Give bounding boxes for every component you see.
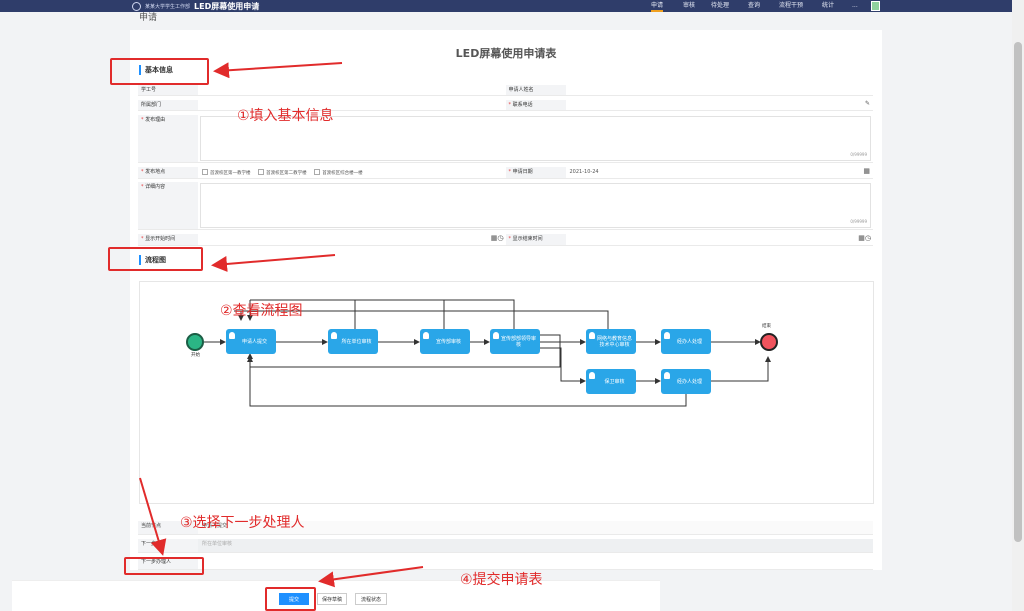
flow-node-publicity-leader-review[interactable]: 宣传部部领导审核 bbox=[490, 329, 540, 354]
flowchart-canvas: 开始 结束 申请人提交 所在单位审核 宣传部审核 宣传部部领导审核 网络与教育信… bbox=[139, 281, 874, 504]
detail-label: 详细内容 bbox=[145, 184, 166, 190]
section-flowchart: 流程图 bbox=[139, 255, 166, 265]
location-checkbox-group: 首渡校区第一教学楼 首渡校区第二教学楼 首渡校区综合楼一楼 bbox=[198, 167, 506, 178]
annotation-step-3: ③选择下一步处理人 bbox=[180, 515, 305, 531]
user-icon bbox=[664, 332, 670, 339]
flow-node-publicity-review[interactable]: 宣传部审核 bbox=[420, 329, 470, 354]
row-next-step: 下一步 所在单位审核 bbox=[138, 539, 873, 553]
detail-textarea[interactable]: 0/99999 bbox=[200, 183, 871, 228]
start-label: 开始 bbox=[191, 353, 200, 358]
flow-node-handler[interactable]: 经办人处理 bbox=[661, 329, 711, 354]
current-node-value: 申请人提交 bbox=[202, 523, 228, 529]
flow-node-security-review[interactable]: 保卫审核 bbox=[586, 369, 636, 394]
user-icon bbox=[331, 332, 337, 339]
annotation-box-submit bbox=[265, 587, 316, 611]
user-icon bbox=[589, 332, 595, 339]
row-detail: * 详细内容 0/99999 bbox=[138, 182, 873, 230]
checkbox[interactable] bbox=[258, 169, 265, 175]
phone-field[interactable]: ✎ bbox=[566, 100, 874, 110]
location-option[interactable]: 首渡校区第二教学楼 bbox=[258, 169, 307, 176]
flow-node-handler[interactable]: 经办人处理 bbox=[661, 369, 711, 394]
flow-node-applicant-submit[interactable]: 申请人提交 bbox=[226, 329, 276, 354]
university-seal-icon bbox=[132, 1, 141, 11]
start-time-field[interactable]: ▦◷ bbox=[198, 234, 506, 245]
nav-stats[interactable]: 统计 bbox=[822, 2, 835, 9]
reason-counter: 0/99999 bbox=[850, 152, 867, 157]
end-time-label: 显示结束时间 bbox=[512, 236, 543, 242]
annotation-box-next-handler bbox=[124, 557, 204, 575]
nav-pending[interactable]: 待处理 bbox=[711, 2, 730, 9]
form-panel: LED屏幕使用申请表 基本信息 学工号 申请人姓名 所属部门 * 联系电话 ✎ … bbox=[130, 30, 882, 570]
section-basic-info: 基本信息 bbox=[139, 65, 173, 75]
applicant-name-field[interactable] bbox=[566, 85, 874, 95]
flowchart-connectors bbox=[204, 299, 771, 407]
next-handler-label: 下一步办理人 bbox=[138, 557, 198, 569]
row-display-time: * 显示开始时间 ▦◷ * 显示结束时间 ▦◷ bbox=[138, 234, 873, 246]
row-location-date: * 发布地点 首渡校区第一教学楼 首渡校区第二教学楼 首渡校区综合楼一楼 * 申… bbox=[138, 167, 873, 179]
row-id-name: 学工号 申请人姓名 bbox=[138, 85, 873, 96]
user-icon bbox=[423, 332, 429, 339]
phone-label: 联系电话 bbox=[512, 102, 533, 108]
nav-intervene[interactable]: 流程干预 bbox=[779, 2, 804, 9]
nav-apply[interactable]: 申请 bbox=[651, 0, 664, 12]
applicant-name-label: 申请人姓名 bbox=[505, 85, 566, 95]
reason-textarea[interactable]: 0/99999 bbox=[200, 116, 871, 161]
page-scrollbar[interactable] bbox=[1012, 0, 1024, 611]
user-avatar[interactable] bbox=[871, 1, 880, 11]
start-time-label: 显示开始时间 bbox=[145, 236, 176, 242]
scrollbar-thumb[interactable] bbox=[1014, 42, 1022, 542]
nav-query[interactable]: 查询 bbox=[748, 2, 761, 9]
end-label: 结束 bbox=[762, 324, 771, 329]
location-label: 发布地点 bbox=[145, 169, 166, 175]
edit-pencil-icon[interactable]: ✎ bbox=[864, 100, 870, 107]
start-node[interactable] bbox=[186, 333, 204, 351]
reason-label: 发布理由 bbox=[145, 117, 166, 123]
checkbox[interactable] bbox=[314, 169, 321, 175]
annotation-step-1: ①填入基本信息 bbox=[237, 108, 334, 124]
calendar-clock-icon[interactable]: ▦◷ bbox=[858, 234, 871, 242]
calendar-clock-icon[interactable]: ▦◷ bbox=[490, 234, 504, 242]
page-title: 申请 bbox=[139, 13, 158, 23]
annotation-box-basic-info bbox=[110, 58, 209, 85]
user-icon bbox=[229, 332, 235, 339]
nav-review[interactable]: 审核 bbox=[683, 2, 696, 9]
row-dept-phone: 所属部门 * 联系电话 ✎ bbox=[138, 100, 873, 111]
row-reason: * 发布理由 0/99999 bbox=[138, 115, 873, 163]
location-option[interactable]: 首渡校区综合楼一楼 bbox=[314, 169, 363, 176]
university-label: 某某大学学生工作部 bbox=[145, 3, 191, 10]
row-next-handler: 下一步办理人 bbox=[138, 557, 873, 570]
next-handler-select[interactable] bbox=[198, 557, 873, 569]
annotation-step-4: ④提交申请表 bbox=[460, 572, 543, 588]
detail-counter: 0/99999 bbox=[850, 219, 867, 224]
user-icon bbox=[664, 372, 670, 379]
student-id-field[interactable] bbox=[198, 85, 506, 95]
top-navbar: 某某大学学生工作部 LED屏幕使用申请 申请 审核 待处理 查询 流程干预 统计… bbox=[0, 0, 1012, 12]
app-title: LED屏幕使用申请 bbox=[194, 1, 260, 11]
next-step-label: 下一步 bbox=[138, 539, 198, 552]
flow-status-button[interactable]: 流程状态 bbox=[355, 593, 387, 605]
apply-date-label: 申请日期 bbox=[512, 169, 533, 175]
apply-date-field[interactable]: 2021-10-24 ▦ bbox=[569, 167, 871, 176]
brand[interactable]: 某某大学学生工作部 LED屏幕使用申请 bbox=[132, 1, 259, 11]
nav-more[interactable]: ... bbox=[852, 2, 858, 9]
location-option[interactable]: 首渡校区第一教学楼 bbox=[202, 169, 251, 176]
flow-node-network-center-review[interactable]: 网络与教育信息技术中心审核 bbox=[586, 329, 636, 354]
department-label: 所属部门 bbox=[138, 100, 198, 110]
checkbox[interactable] bbox=[202, 169, 208, 175]
annotation-box-flowchart bbox=[108, 247, 203, 271]
user-icon bbox=[589, 372, 595, 379]
next-step-select[interactable]: 所在单位审核 bbox=[198, 539, 873, 552]
student-id-label: 学工号 bbox=[138, 85, 198, 95]
calendar-icon[interactable]: ▦ bbox=[863, 167, 870, 175]
flow-node-unit-review[interactable]: 所在单位审核 bbox=[328, 329, 378, 354]
save-draft-button[interactable]: 保存草稿 bbox=[317, 593, 347, 605]
annotation-step-2: ②查看流程图 bbox=[220, 303, 303, 319]
form-title: LED屏幕使用申请表 bbox=[455, 47, 557, 60]
end-node[interactable] bbox=[760, 333, 778, 351]
end-time-field[interactable]: ▦◷ bbox=[566, 234, 874, 245]
submit-button[interactable]: 提交 bbox=[279, 593, 309, 605]
user-icon bbox=[493, 332, 499, 339]
